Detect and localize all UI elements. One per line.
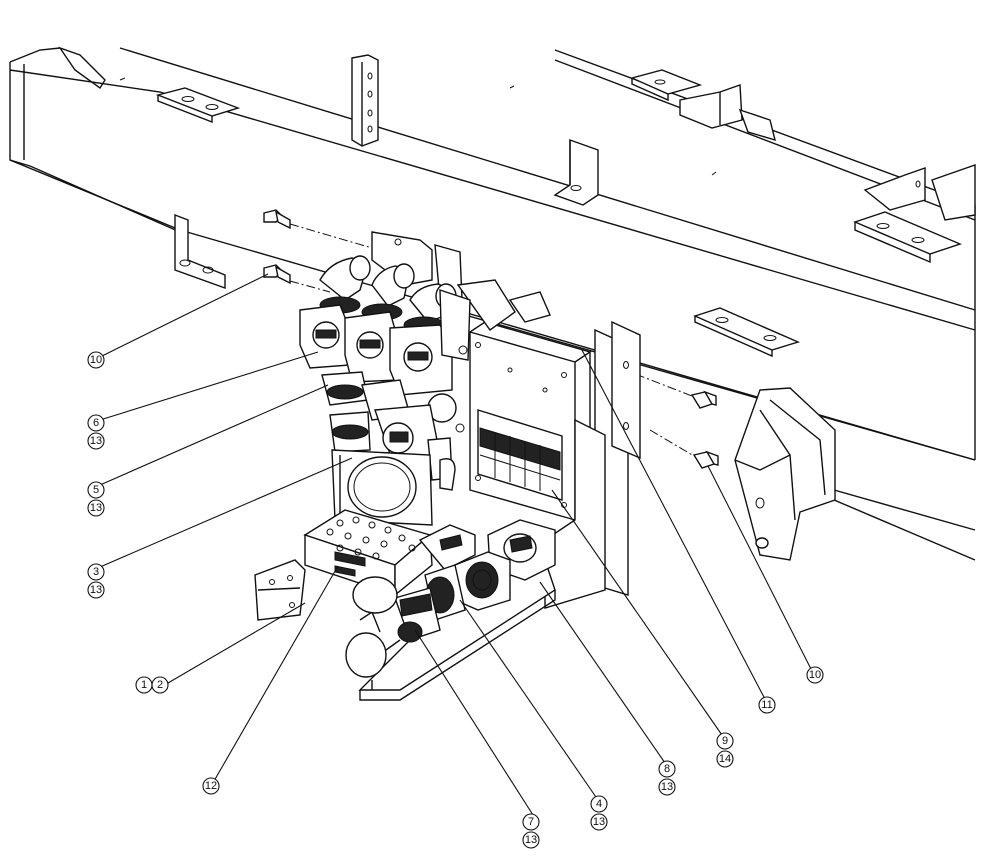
svg-text:10: 10	[809, 669, 821, 681]
svg-text:14: 14	[719, 753, 731, 765]
svg-text:11: 11	[761, 699, 772, 711]
callout-4: 4	[590, 795, 608, 813]
svg-text:4: 4	[596, 798, 602, 810]
callout-7: 7	[522, 813, 540, 831]
svg-text:2: 2	[157, 679, 163, 691]
svg-text:6: 6	[93, 417, 99, 429]
callout-5: 5	[87, 481, 105, 499]
svg-text:3: 3	[93, 566, 99, 578]
callout-2: 2	[151, 676, 169, 694]
callout-9: 9	[716, 732, 734, 750]
svg-text:7: 7	[528, 816, 534, 828]
callout-10-right: 10	[806, 666, 824, 684]
svg-text:8: 8	[664, 763, 670, 775]
callout-14: 14	[716, 750, 734, 768]
callout-13-e: 13	[590, 813, 608, 831]
svg-text:13: 13	[661, 781, 673, 793]
callout-13-a: 13	[87, 432, 105, 450]
leader-lines	[99, 273, 813, 816]
callout-3: 3	[87, 563, 105, 581]
callouts: 10 6 13 5 13 3 13 1	[87, 351, 824, 849]
lower-assembly	[254, 509, 556, 701]
callout-13-b: 13	[87, 499, 105, 517]
callout-13-d: 13	[522, 831, 540, 849]
callout-10-left: 10	[87, 351, 105, 369]
svg-text:12: 12	[205, 780, 217, 792]
callout-13-f: 13	[658, 778, 676, 796]
callout-12: 12	[202, 777, 220, 795]
callout-11: 11	[758, 696, 776, 714]
upper-brackets	[119, 54, 976, 358]
svg-text:13: 13	[90, 584, 102, 596]
svg-text:13: 13	[525, 834, 537, 846]
svg-text:13: 13	[593, 816, 605, 828]
callout-8: 8	[658, 760, 676, 778]
callout-1: 1	[135, 676, 153, 694]
svg-text:13: 13	[90, 502, 102, 514]
svg-text:13: 13	[90, 435, 102, 447]
tow-bracket	[734, 387, 836, 561]
callout-6: 6	[87, 414, 105, 432]
valve-panel	[469, 321, 592, 521]
callout-13-c: 13	[87, 581, 105, 599]
svg-text:10: 10	[90, 354, 102, 366]
svg-text:5: 5	[93, 484, 99, 496]
svg-text:1: 1	[141, 679, 147, 691]
valve-stack	[299, 231, 551, 526]
svg-text:9: 9	[722, 735, 728, 747]
